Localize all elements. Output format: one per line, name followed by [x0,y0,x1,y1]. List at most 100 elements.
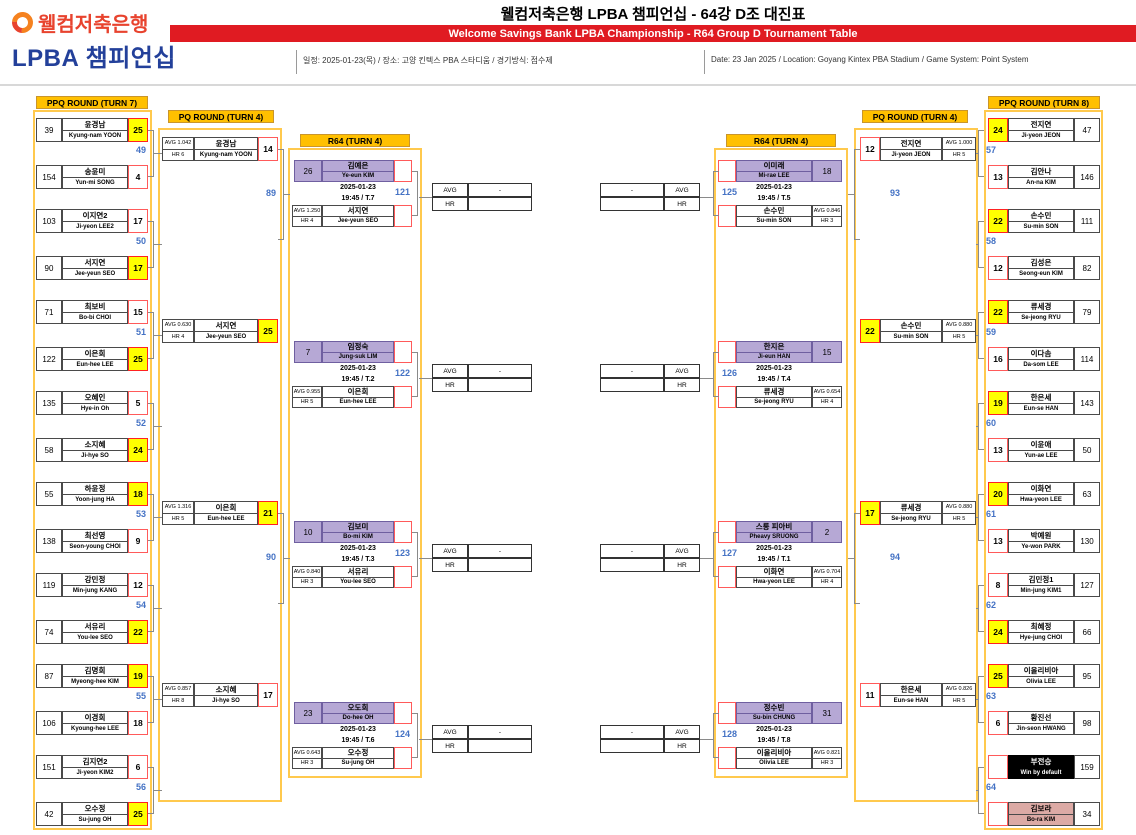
player-score: 5 [128,391,148,415]
player-name-ko: 부전승 [1009,756,1073,768]
match-time: 19:45 / T.2 [341,376,375,383]
player-seed: 79 [1074,300,1100,324]
player-name-en: Ji-yeon JEON [1021,132,1061,139]
player-name-ko: 스롱 피아비 [737,522,811,533]
pq-right-column [854,128,978,802]
match-number: 61 [986,509,997,519]
connector-line [154,699,162,700]
player-name-en: Hwa-yeon LEE [753,579,795,586]
player-score: 13 [988,529,1008,553]
connector-line [154,790,162,791]
player-name-ko: 김명희 [63,665,127,677]
player-name-en: Mi-rae LEE [758,173,790,180]
player-name-en: An-na KIM [1026,179,1056,186]
result-label: AVG [664,364,700,378]
player-hr: HR 5 [171,515,185,522]
player-name-en: Myeong-hee KIM [71,678,119,685]
player-seed: 114 [1074,347,1100,371]
player-name-en: Yun-mi SONG [75,179,115,186]
player-name-ko: 손수민 [1009,210,1073,222]
player-seed: 15 [812,341,842,363]
player-hr: HR 3 [300,760,314,767]
r64-right-column [714,148,848,778]
player-name-ko: 전지연 [1009,119,1073,131]
player-name-en: Win by default [1020,769,1062,776]
player-seed: 154 [36,165,62,189]
player-hr: HR 4 [820,399,834,406]
connector-bracket [854,513,860,604]
player-name-en: Ye-eun KIM [341,173,375,180]
match-number: 64 [986,782,997,792]
player-name-ko: 오혜인 [63,392,127,404]
match-time: 19:45 / T.3 [341,556,375,563]
player-score: 12 [128,573,148,597]
sponsor-logo-line1: 웰컴저축은행 [7,7,242,38]
player-hr: HR 5 [952,697,966,704]
player-name-en: Eun-se HAN [1023,405,1059,412]
player-score: 17 [128,256,148,280]
player-name-en: Jee-yeun SEO [205,333,247,340]
match-date: 2025-01-23 [756,184,792,191]
player-hr: HR 5 [952,333,966,340]
connector-bracket [278,149,284,240]
player-avg: AVG 0.880 [943,320,975,332]
connector-line [976,426,978,427]
player-seed: 10 [294,521,322,543]
player-name-en: You-lee SEO [77,634,113,641]
player-score: 24 [128,438,148,462]
player-name-ko: 황진선 [1009,712,1073,724]
result-value: - [600,725,664,739]
player-seed: 63 [1074,482,1100,506]
connector-bracket [854,149,860,240]
sponsor-logo: 웰컴저축은행 LPBA 챔피언십 [7,7,242,73]
result-label: HR [664,197,700,211]
player-score: 17 [258,683,278,707]
connector-bracket [148,494,154,541]
player-score: 25 [128,118,148,142]
header-separator [0,84,1136,86]
player-name-ko: 김보미 [323,522,393,533]
player-name-en: Bo-bi CHOI [79,314,111,321]
result-label: HR [664,739,700,753]
connector-bracket [978,403,984,450]
player-score: 14 [258,137,278,161]
result-value [600,378,664,392]
ppq-right-column [984,110,1103,830]
player-score [718,747,736,769]
connector-line [419,197,432,198]
player-name-en: Jung-suk LIM [338,354,378,361]
player-name-ko: 소지혜 [195,684,257,696]
event-info-en: Date: 23 Jan 2025 / Location: Goyang Kin… [711,55,1029,64]
player-name-ko: 이은희 [63,348,127,360]
match-number: 55 [135,691,146,701]
match-number: 56 [135,782,146,792]
player-name-en: Min-jung KANG [72,587,118,594]
player-name-ko: 송윤미 [63,166,127,178]
match-time: 19:45 / T.6 [341,737,375,744]
match-number: 128 [722,729,738,739]
player-name-en: Jin-seon HWANG [1016,725,1066,732]
connector-bracket [148,767,154,814]
match-number: 59 [986,327,997,337]
player-name-ko: 손수민 [737,206,811,217]
player-name-ko: 오수정 [63,803,127,815]
player-seed: 98 [1074,711,1100,735]
player-score: 17 [860,501,880,525]
player-score: 9 [128,529,148,553]
player-score [394,566,412,588]
connector-bracket [978,130,984,177]
